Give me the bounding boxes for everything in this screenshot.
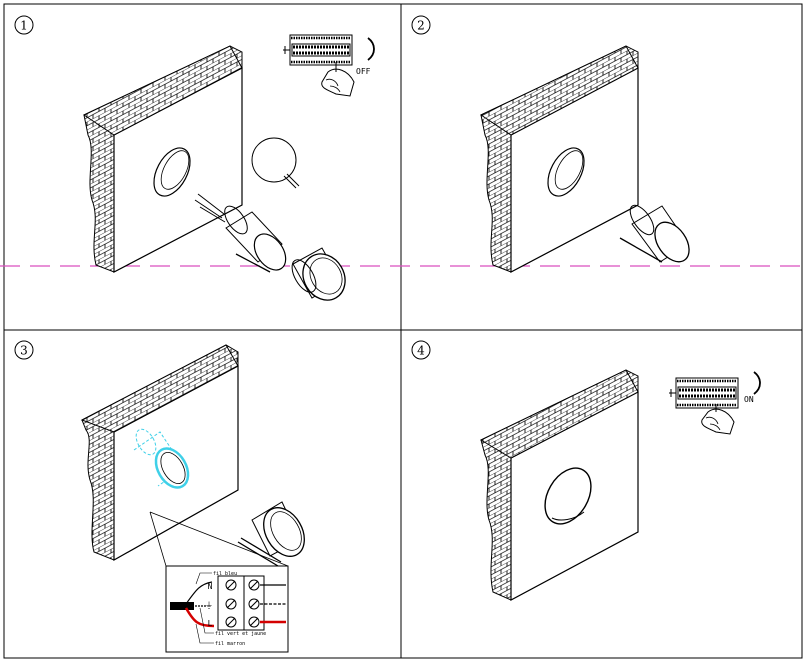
step-lamp — [237, 501, 305, 567]
step-one-number: ① 1 — [14, 15, 34, 35]
wiring-detail: N ⏚ L fil bleu fil vert et jaune fil mar… — [165, 565, 289, 653]
brick-wall — [479, 45, 639, 273]
installed-step-lamp — [544, 467, 592, 525]
panel-frames — [3, 3, 803, 659]
on-label: ON — [744, 395, 754, 404]
step-two-number: 2 — [411, 15, 431, 35]
breaker-panel-on: ON — [669, 371, 761, 435]
panel-3: N ⏚ L fil bleu fil vert et jaune fil mar… — [80, 344, 305, 653]
brick-wall — [82, 45, 243, 273]
blue-wire-label: fil bleu — [213, 571, 237, 577]
svg-text:2: 2 — [417, 19, 425, 33]
terminal-block — [217, 575, 265, 631]
cable-wires — [194, 193, 226, 223]
live-label: L — [208, 619, 213, 628]
svg-text:4: 4 — [417, 344, 425, 358]
svg-text:3: 3 — [20, 344, 28, 358]
svg-text:1: 1 — [20, 19, 28, 33]
green-yellow-wire-label: fil vert et jaune — [215, 631, 266, 637]
panel-4: ON — [479, 369, 761, 602]
cover-plate — [251, 137, 300, 189]
mounting-sleeve — [224, 205, 287, 273]
neutral-label: N — [208, 582, 213, 591]
mounting-sleeve — [619, 204, 690, 263]
step-three-number: 3 — [14, 340, 34, 360]
earth-label: ⏚ — [205, 601, 213, 610]
brown-wire-label: fil marron — [215, 641, 245, 647]
panel-2 — [479, 45, 690, 273]
off-label: OFF — [356, 67, 371, 76]
panel-1: OFF — [82, 34, 375, 301]
step-four-number: 4 — [411, 340, 431, 360]
callout-lines — [149, 511, 289, 567]
step-lamp — [291, 247, 346, 301]
outer-frame — [3, 3, 803, 659]
installed-sleeve-highlight — [133, 428, 190, 489]
breaker-panel-off: OFF — [283, 34, 375, 97]
